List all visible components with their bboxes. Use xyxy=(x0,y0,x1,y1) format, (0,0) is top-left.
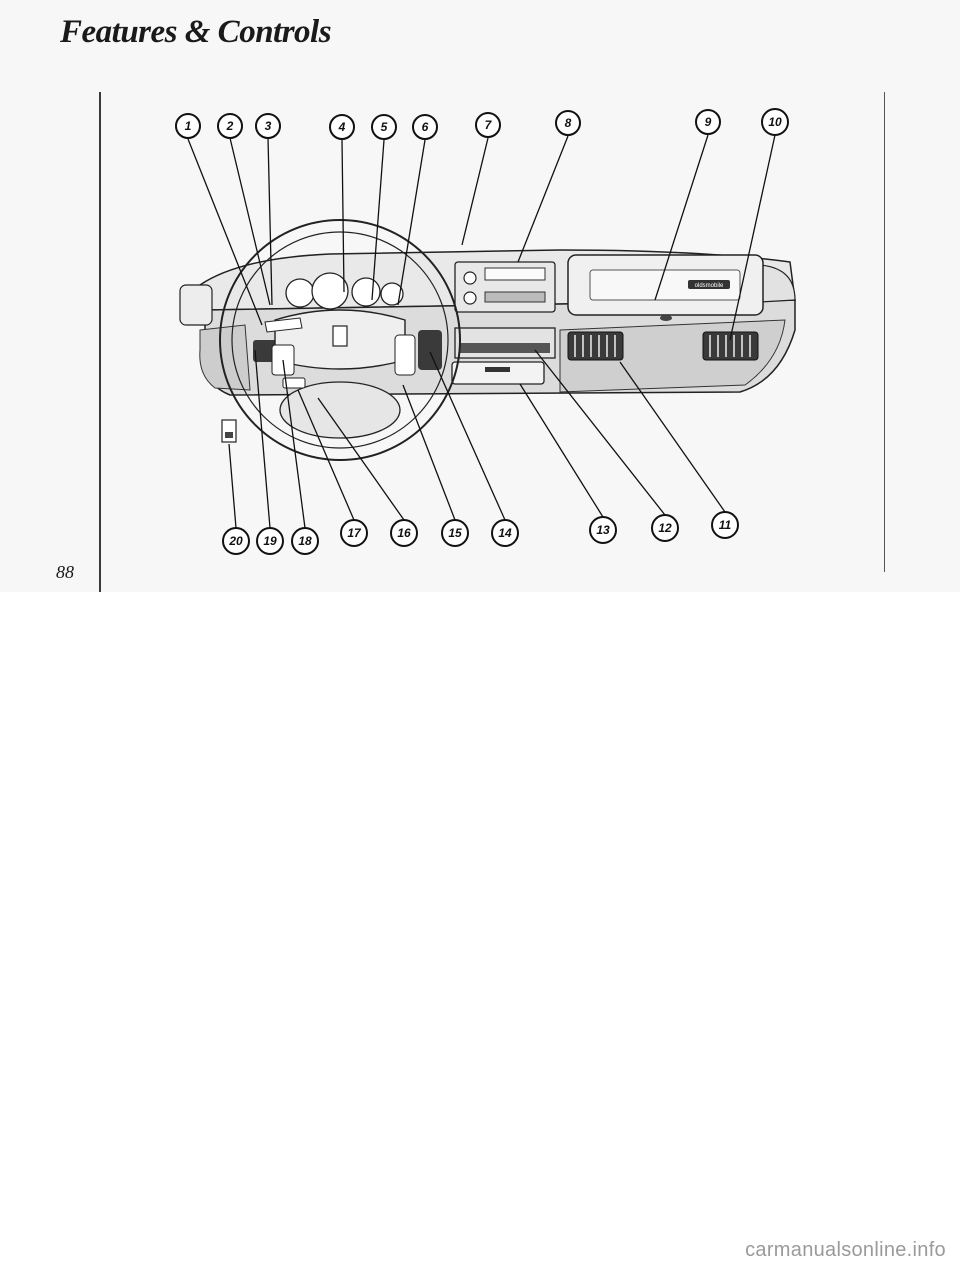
ashtray xyxy=(451,361,545,385)
svg-text:14: 14 xyxy=(498,526,512,540)
svg-text:16: 16 xyxy=(397,526,411,540)
brand-badge xyxy=(688,280,730,289)
callout-1: 1 xyxy=(175,113,201,139)
steering-wheel-rim-inner xyxy=(231,231,449,449)
svg-text:15: 15 xyxy=(448,526,462,540)
steering-column xyxy=(279,381,401,439)
callout-12: 12 xyxy=(651,514,679,542)
watermark-link[interactable]: carmanualsonline.info xyxy=(745,1239,946,1261)
ashtray-handle xyxy=(485,367,510,372)
svg-text:17: 17 xyxy=(347,526,362,540)
cruise-switch xyxy=(282,377,306,389)
radio-cassette-slot xyxy=(484,291,546,303)
svg-text:4: 4 xyxy=(338,120,346,134)
left-lower-panel xyxy=(199,324,251,391)
gauge-temp xyxy=(380,282,404,306)
callout-11: 11 xyxy=(711,511,739,539)
callout-6: 6 xyxy=(412,114,438,140)
svg-text:7: 7 xyxy=(485,118,493,132)
gauge-fuel xyxy=(351,277,381,307)
climate-buttons xyxy=(460,343,550,353)
svg-text:10: 10 xyxy=(768,115,782,129)
callout-10: 10 xyxy=(761,108,789,136)
svg-text:20: 20 xyxy=(228,534,243,548)
radio-display xyxy=(484,267,546,281)
svg-text:11: 11 xyxy=(719,518,732,532)
gauge-tach xyxy=(285,278,315,308)
callout-18: 18 xyxy=(291,527,319,555)
manual-page: Features & Controls 88 xyxy=(0,0,960,592)
svg-text:12: 12 xyxy=(658,521,672,535)
callout-15: 15 xyxy=(441,519,469,547)
callout-13: 13 xyxy=(589,516,617,544)
wheel-radio-controls xyxy=(394,334,416,376)
left-side-vent xyxy=(179,284,213,326)
callout-8: 8 xyxy=(555,110,581,136)
page-number: 88 xyxy=(56,562,74,582)
callout-2: 2 xyxy=(217,113,243,139)
steering-wheel-rim xyxy=(219,219,461,461)
brake-release-handle xyxy=(221,419,237,443)
callout-20: 20 xyxy=(222,527,250,555)
svg-text:8: 8 xyxy=(565,116,572,130)
svg-text:13: 13 xyxy=(596,523,610,537)
radio-knob-left xyxy=(463,271,477,285)
page-footer: carmanualsonline.info xyxy=(0,592,960,1261)
center-vent-right xyxy=(567,331,624,361)
turn-signal-lever xyxy=(264,317,303,333)
glove-box-latch xyxy=(660,315,672,321)
instrument-panel-diagram: 1 2 3 4 5 6 7 8 9 10 20 19 18 17 16 15 1… xyxy=(175,108,796,555)
right-dash-vent xyxy=(418,330,442,370)
callout-3: 3 xyxy=(255,113,281,139)
callout-17: 17 xyxy=(340,519,368,547)
steering-emblem xyxy=(332,325,348,347)
svg-text:6: 6 xyxy=(422,120,429,134)
brake-release-label xyxy=(225,432,233,438)
svg-text:1: 1 xyxy=(185,119,192,133)
callout-9: 9 xyxy=(695,109,721,135)
left-margin-rule xyxy=(99,92,101,592)
callout-14: 14 xyxy=(491,519,519,547)
callout-5: 5 xyxy=(371,114,397,140)
radio-knob-left-lower xyxy=(463,291,477,305)
right-end-cap xyxy=(759,264,796,303)
svg-text:18: 18 xyxy=(298,534,312,548)
page-title: Features & Controls xyxy=(60,14,332,50)
svg-text:9: 9 xyxy=(705,115,712,129)
gauge-speedometer xyxy=(311,272,349,310)
callout-16: 16 xyxy=(390,519,418,547)
callout-7: 7 xyxy=(475,112,501,138)
callout-4: 4 xyxy=(329,114,355,140)
svg-text:3: 3 xyxy=(265,119,272,133)
callout-19: 19 xyxy=(256,527,284,555)
svg-text:2: 2 xyxy=(226,119,234,133)
svg-text:19: 19 xyxy=(263,534,277,548)
brand-badge-text: oldsmobile xyxy=(695,283,724,289)
right-side-vent xyxy=(702,331,759,361)
svg-text:5: 5 xyxy=(381,120,388,134)
right-margin-rule xyxy=(884,92,885,572)
